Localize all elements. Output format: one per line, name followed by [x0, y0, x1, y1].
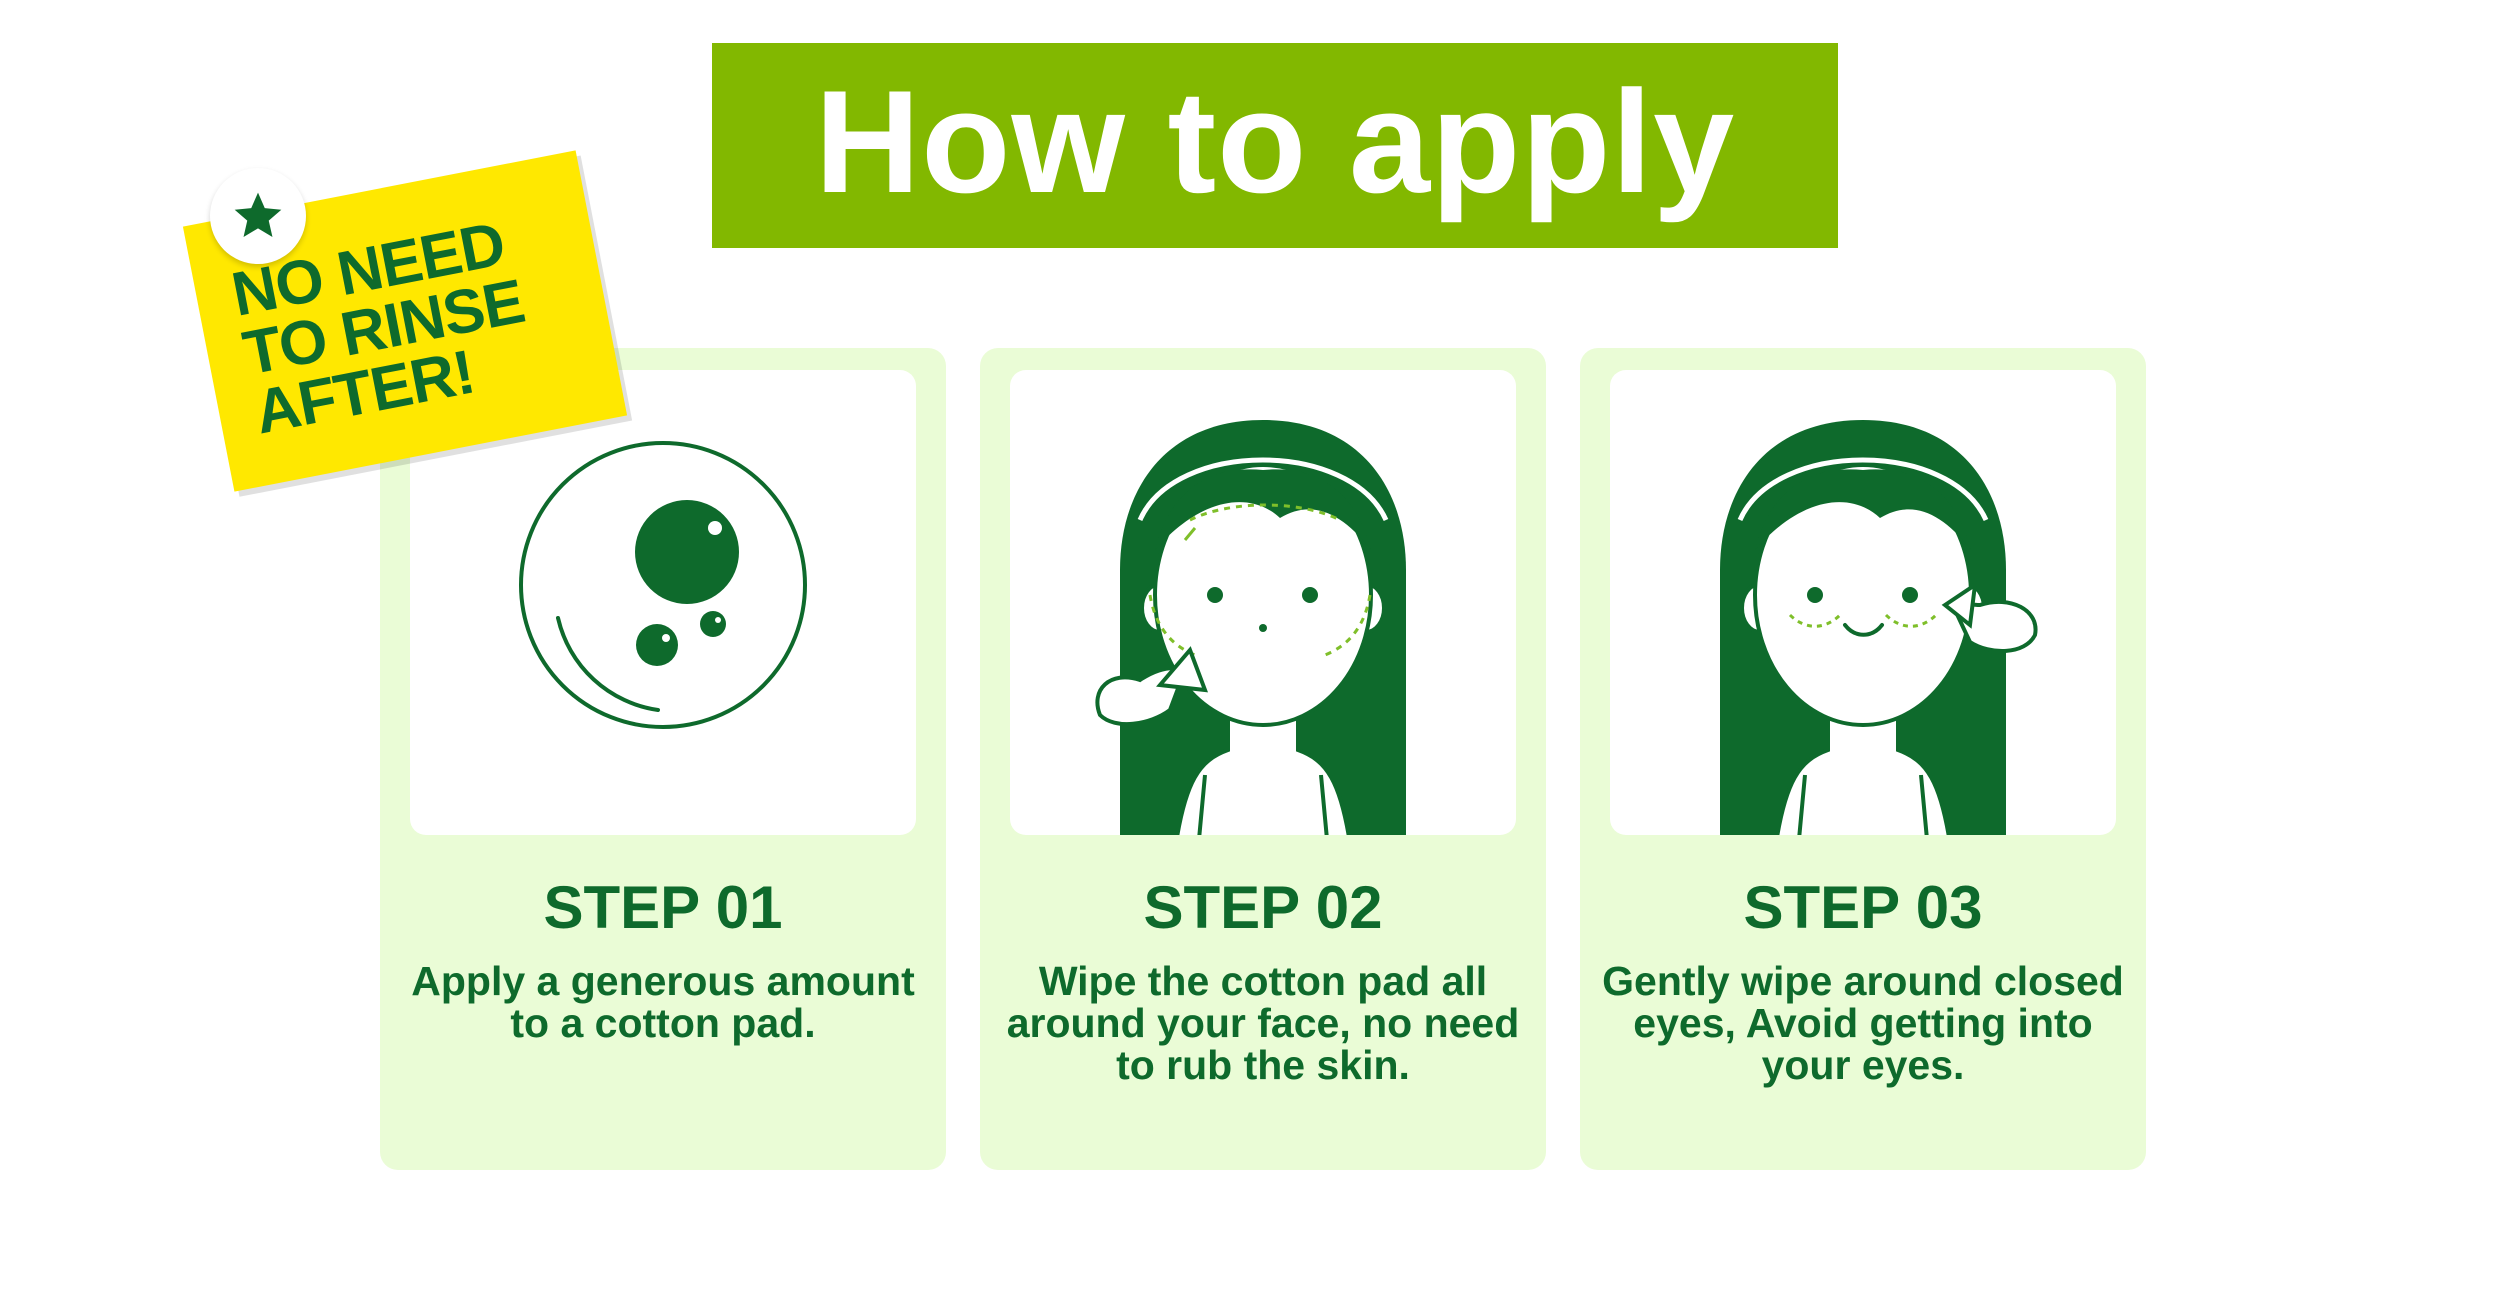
cotton-pad-drop-icon	[519, 441, 807, 729]
step-title-2: STEP 02	[1143, 874, 1383, 941]
step-card-2: STEP 02 Wipe the cotton pad all around y…	[980, 348, 1546, 1170]
step-card-3: STEP 03 Gently wipe around closed eyes, …	[1580, 348, 2146, 1170]
step-illustration-3	[1610, 370, 2116, 835]
star-icon	[234, 192, 282, 237]
tag-badge	[210, 168, 306, 264]
step-description-2: Wipe the cotton pad all around your face…	[1006, 958, 1520, 1088]
woman-wiping-face-icon	[1095, 420, 1406, 835]
step-description-1: Apply a generous amount to a cotton pad.	[411, 958, 915, 1046]
step-title-3: STEP 03	[1743, 874, 1983, 941]
step-description-3: Gently wipe around closed eyes, Avoid ge…	[1602, 958, 2124, 1088]
title-banner: How to apply	[712, 43, 1838, 248]
step-title-1: STEP 01	[543, 874, 783, 941]
woman-wiping-eyes-icon	[1720, 420, 2038, 835]
step-illustration-2	[1010, 370, 1516, 835]
step-illustration-1	[410, 370, 916, 835]
page-title: How to apply	[814, 59, 1736, 223]
step-card-1: STEP 01 Apply a generous amount to a cot…	[380, 348, 946, 1170]
